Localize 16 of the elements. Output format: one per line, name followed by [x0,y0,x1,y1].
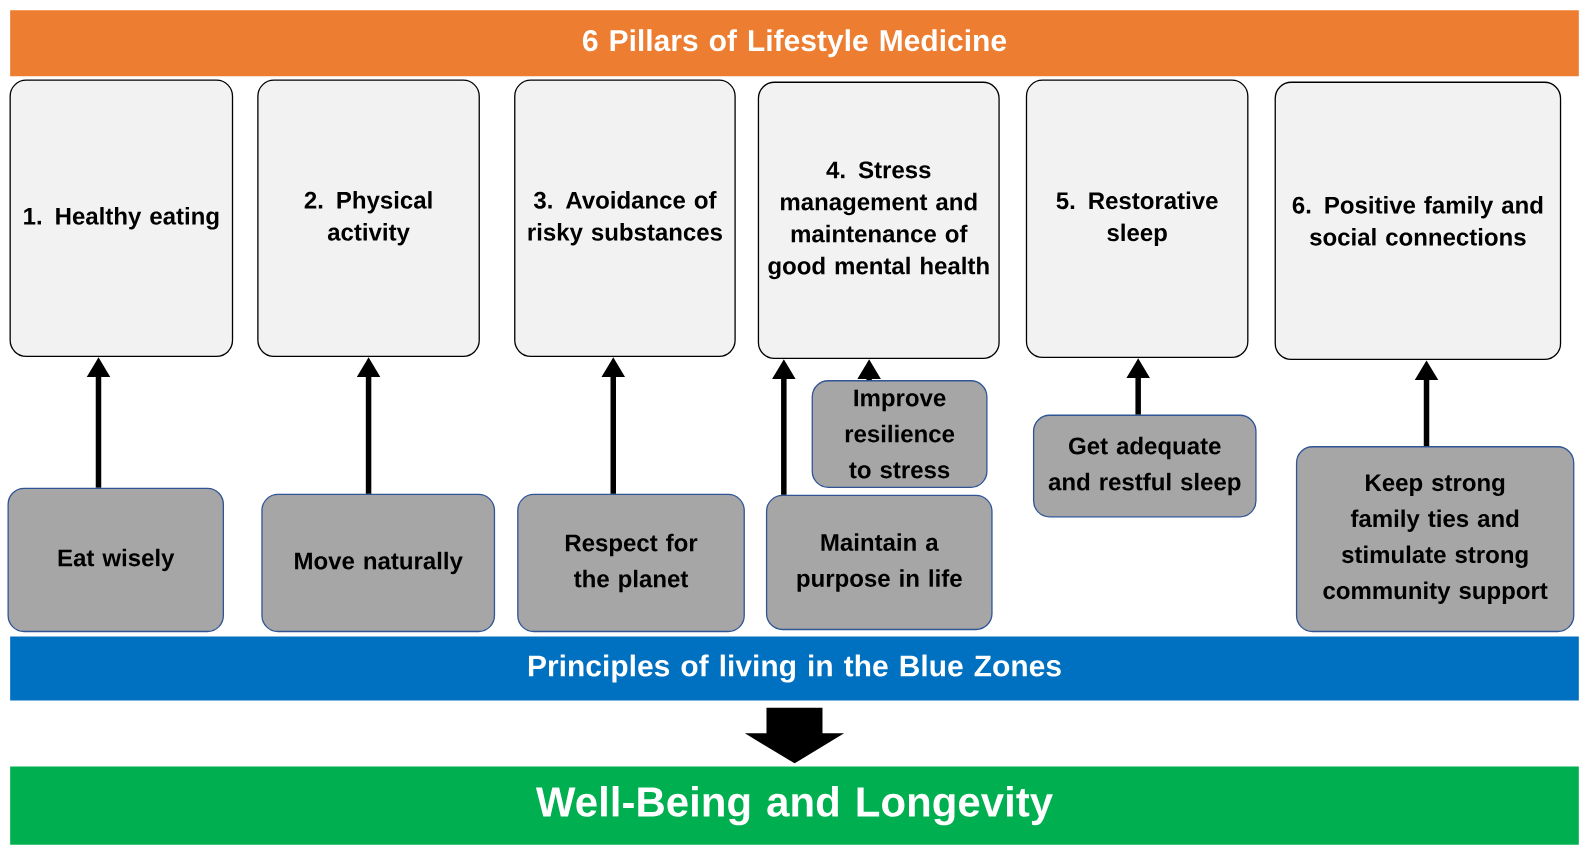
pillar-box: 3. Avoidance of risky substances [514,79,736,357]
principle-box: Move naturally [261,493,496,633]
principle-box: Eat wisely [7,487,224,633]
pillar-box: 1. Healthy eating [9,79,234,357]
pillar-box: 2. Physical activity [257,79,480,357]
title-band: Principles of living in the Blue Zones [10,636,1579,701]
principle-box: Improve resilience to stress [811,380,988,488]
principle-box: Keep strong family ties and stimulate strong community support [1295,446,1575,633]
title-band: Well-Being and Longevity [10,766,1579,845]
title-band: 6 Pillars of Lifestyle Medicine [10,10,1579,77]
pillar-box: 5. Restorative sleep [1025,79,1249,359]
pillar-box: 4. Stress management and maintenance of good mental health [757,81,1000,360]
pillar-box: 6. Positive family and social connections [1274,81,1562,361]
principle-box: Maintain a purpose in life [765,494,993,631]
principle-box: Respect for the planet [517,493,745,633]
principle-box: Get adequate and restful sleep [1032,414,1257,518]
